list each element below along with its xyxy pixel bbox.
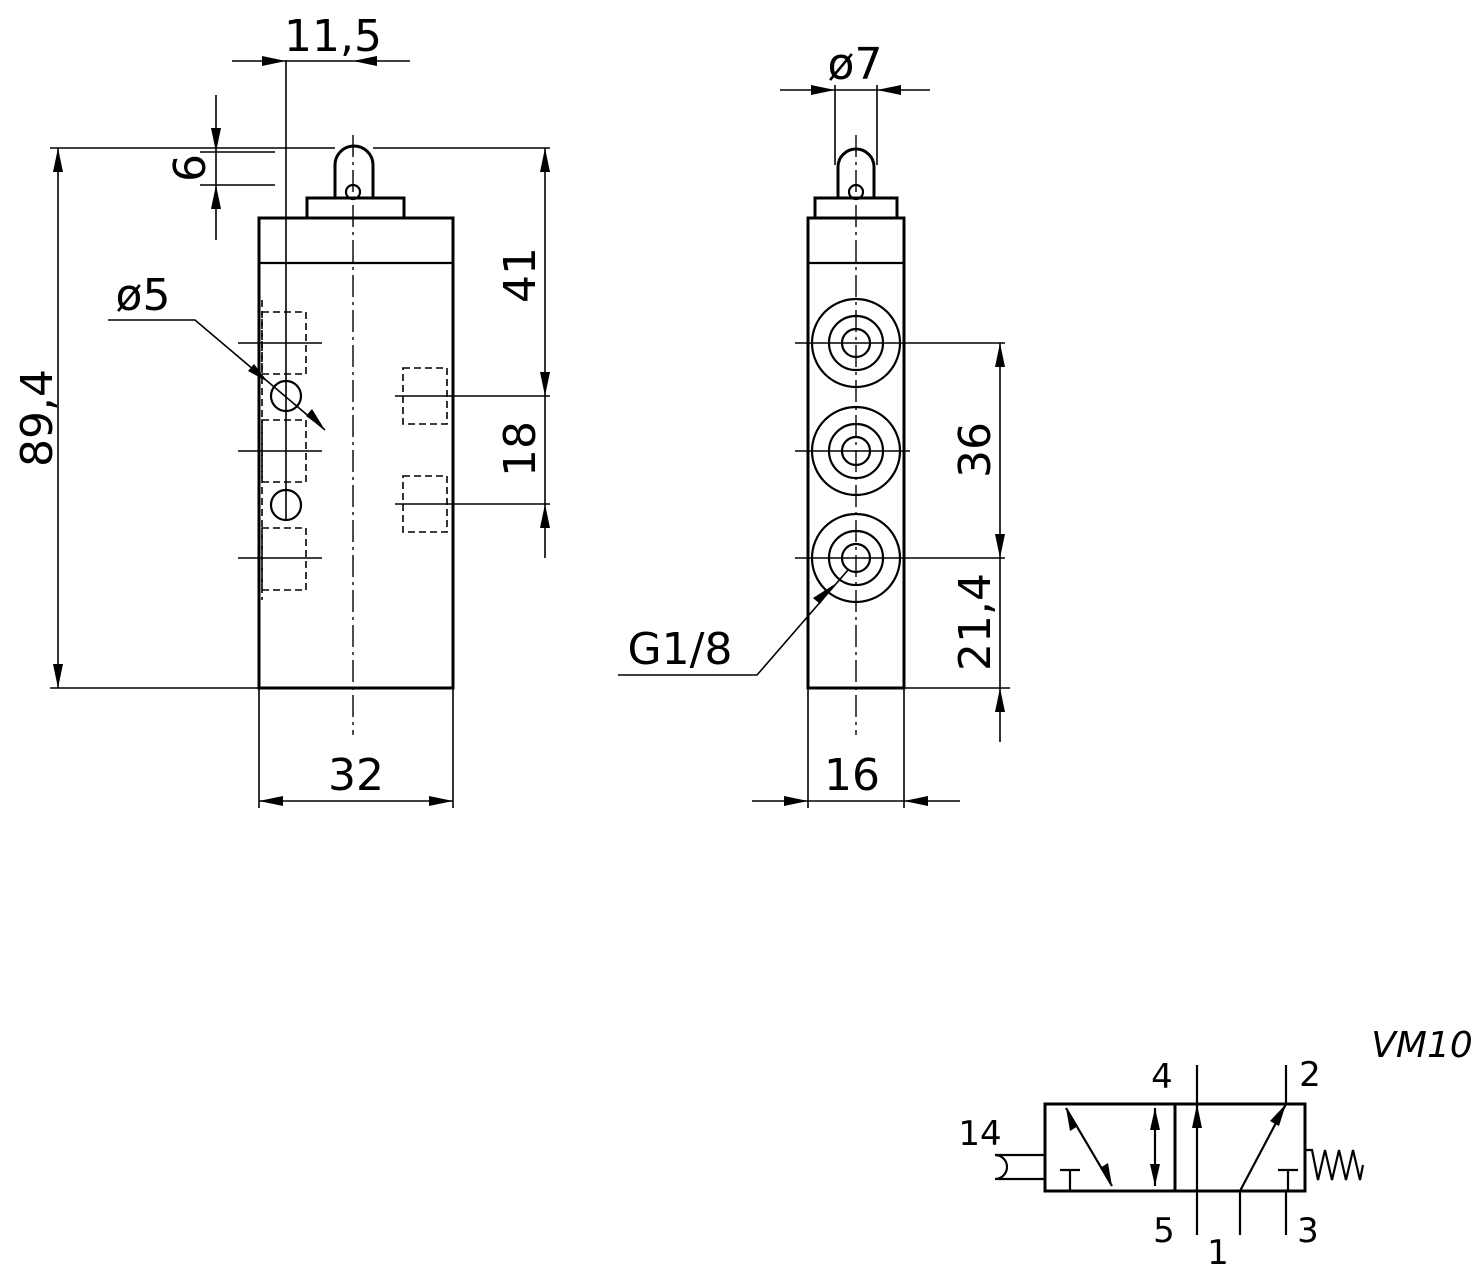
dim-36-label: 36 xyxy=(950,422,1001,478)
arrow xyxy=(259,796,283,806)
dim-21-4-label: 21,4 xyxy=(950,573,1001,671)
port-4-label: 4 xyxy=(1151,1057,1173,1097)
leader-thread xyxy=(618,569,849,676)
leader-dia-5 xyxy=(108,319,326,431)
arrow xyxy=(811,85,835,95)
arrow xyxy=(1270,1104,1286,1126)
side-body-outline xyxy=(257,216,455,690)
arrow xyxy=(429,796,453,806)
arrow xyxy=(904,796,928,806)
arrow xyxy=(995,534,1005,558)
arrow xyxy=(995,688,1005,712)
arrow xyxy=(262,56,286,66)
front-view: ø7 36 21,4 G1/8 16 xyxy=(618,39,1010,808)
dim-11-5-label: 11,5 xyxy=(284,11,382,62)
arrow xyxy=(1150,1108,1160,1130)
arrow xyxy=(540,504,550,528)
arrow xyxy=(540,148,550,172)
arrow xyxy=(1100,1163,1112,1186)
arrow xyxy=(53,664,63,688)
arrow xyxy=(784,796,808,806)
hidden-port-3 xyxy=(261,527,307,591)
front-port-2 xyxy=(795,405,910,497)
dim-6-label: 6 xyxy=(165,154,216,182)
side-plunger xyxy=(333,144,375,198)
arrow xyxy=(211,185,221,209)
model-code: VM10 xyxy=(1371,1025,1473,1066)
arrow xyxy=(995,343,1005,367)
side-head xyxy=(305,196,406,220)
port-3-label: 3 xyxy=(1297,1211,1319,1251)
spring xyxy=(1305,1148,1365,1181)
arrow xyxy=(1066,1108,1078,1131)
port-5-label: 5 xyxy=(1153,1211,1175,1251)
arrow xyxy=(53,148,63,172)
port-2-label: 2 xyxy=(1299,1055,1321,1095)
arrow xyxy=(1150,1164,1160,1186)
plunger-actuator xyxy=(994,1153,1045,1181)
arrow xyxy=(877,85,901,95)
dim-89-4-label: 89,4 xyxy=(12,369,63,467)
arrow xyxy=(248,364,268,382)
dim-32-label: 32 xyxy=(328,750,384,801)
arrow xyxy=(540,372,550,396)
arrow xyxy=(813,584,835,604)
arrow xyxy=(1192,1104,1202,1128)
dim-dia-7-label: ø7 xyxy=(828,39,883,90)
dim-18-label: 18 xyxy=(495,421,546,477)
dim-16-label: 16 xyxy=(824,750,880,801)
front-port-1 xyxy=(795,297,1005,389)
thread-label: G1/8 xyxy=(628,624,733,675)
valve-symbol: VM10 14 4 2 5 1 3 xyxy=(958,1025,1472,1273)
side-view: 11,5 6 89,4 41 18 ø5 xyxy=(12,11,550,808)
arrow xyxy=(353,56,377,66)
front-port-3 xyxy=(795,512,1005,604)
arrow xyxy=(211,128,221,152)
port-14-label: 14 xyxy=(958,1114,1001,1154)
dim-dia-5-label: ø5 xyxy=(116,270,171,321)
port-1-label: 1 xyxy=(1207,1233,1229,1273)
arrow xyxy=(306,409,325,430)
dim-41-label: 41 xyxy=(495,247,546,303)
